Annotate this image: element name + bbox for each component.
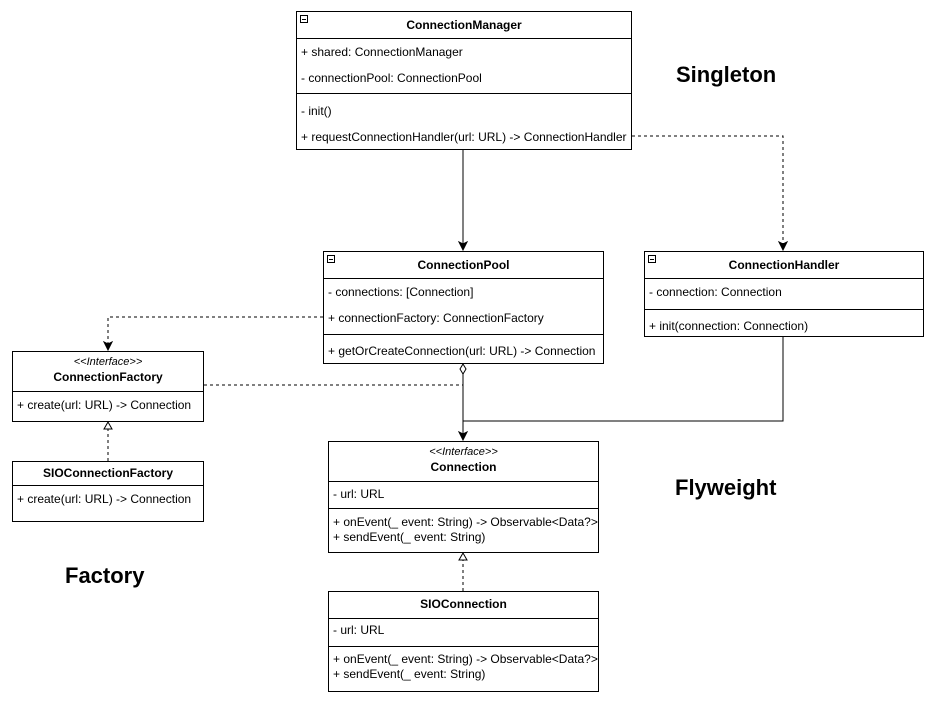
- stereotype-label: <<Interface>>: [73, 356, 143, 368]
- operations-section: + onEvent(_ event: String) -> Observable…: [329, 646, 598, 691]
- attribute-row: - url: URL: [333, 487, 385, 501]
- pattern-label-flyweight: Flyweight: [675, 475, 777, 500]
- class-header: SIOConnection: [329, 592, 598, 619]
- attributes-section: + shared: ConnectionManager - connection…: [297, 39, 631, 93]
- attribute-row: - connection: Connection: [649, 285, 782, 299]
- class-name: Connection: [430, 460, 497, 474]
- attribute-row: + connectionFactory: ConnectionFactory: [328, 311, 544, 325]
- operation-row: + requestConnectionHandler(url: URL) -> …: [301, 130, 627, 144]
- class-header: ConnectionManager: [297, 12, 631, 39]
- attributes-section: - connections: [Connection] + connection…: [324, 279, 603, 334]
- operation-row: + init(connection: Connection): [649, 319, 809, 333]
- attributes-section: - url: URL: [329, 482, 598, 508]
- class-connection-factory[interactable]: <<Interface>> ConnectionFactory + create…: [12, 351, 204, 422]
- class-connection-pool[interactable]: ConnectionPool - connections: [Connectio…: [323, 251, 604, 364]
- operation-row: + onEvent(_ event: String) -> Observable…: [333, 515, 598, 529]
- class-header: SIOConnectionFactory: [13, 462, 203, 486]
- operation-row: + create(url: URL) -> Connection: [17, 398, 192, 412]
- operations-section: + init(connection: Connection): [645, 309, 923, 336]
- class-name: ConnectionManager: [406, 18, 522, 32]
- class-header: <<Interface>> Connection: [329, 442, 598, 482]
- pattern-label-factory: Factory: [65, 563, 145, 588]
- class-name: ConnectionHandler: [728, 258, 840, 272]
- collapse-icon[interactable]: [327, 255, 335, 263]
- edge-manager-to-handler: [632, 135, 783, 250]
- edge-handler-to-connection: [463, 337, 784, 422]
- operations-section: + create(url: URL) -> Connection: [13, 392, 203, 421]
- attributes-section: - connection: Connection: [645, 279, 923, 309]
- pattern-label-singleton: Singleton: [676, 62, 777, 87]
- class-header: ConnectionPool: [324, 252, 603, 279]
- attribute-row: - url: URL: [333, 623, 385, 637]
- edge-pool-to-factory: [108, 316, 323, 350]
- class-sio-connection[interactable]: SIOConnection - url: URL + onEvent(_ eve…: [328, 591, 599, 692]
- operations-section: + create(url: URL) -> Connection: [13, 486, 203, 521]
- attribute-row: - connections: [Connection]: [328, 285, 474, 299]
- operation-row: - init(): [301, 104, 332, 118]
- attribute-row: - connectionPool: ConnectionPool: [301, 71, 482, 85]
- class-name: SIOConnection: [420, 597, 507, 611]
- attributes-section: - url: URL: [329, 619, 598, 646]
- operations-section: - init() + requestConnectionHandler(url:…: [297, 93, 631, 149]
- class-name: ConnectionPool: [417, 258, 510, 272]
- class-name: ConnectionFactory: [53, 370, 163, 384]
- operation-row: + create(url: URL) -> Connection: [17, 492, 192, 506]
- class-connection-handler[interactable]: ConnectionHandler - connection: Connecti…: [644, 251, 924, 337]
- class-name: SIOConnectionFactory: [42, 466, 173, 480]
- operation-row: + getOrCreateConnection(url: URL) -> Con…: [328, 344, 596, 358]
- class-header: <<Interface>> ConnectionFactory: [13, 352, 203, 392]
- collapse-icon[interactable]: [648, 255, 656, 263]
- class-connection-manager[interactable]: ConnectionManager + shared: ConnectionMa…: [296, 11, 632, 150]
- collapse-icon[interactable]: [300, 15, 308, 23]
- class-header: ConnectionHandler: [645, 252, 923, 279]
- class-connection[interactable]: <<Interface>> Connection - url: URL + on…: [328, 441, 599, 553]
- operation-row: + onEvent(_ event: String) -> Observable…: [333, 652, 598, 666]
- stereotype-label: <<Interface>>: [429, 446, 498, 458]
- operations-section: + onEvent(_ event: String) -> Observable…: [329, 508, 598, 552]
- operation-row: + sendEvent(_ event: String): [333, 667, 486, 681]
- class-sio-connection-factory[interactable]: SIOConnectionFactory + create(url: URL) …: [12, 461, 204, 522]
- operations-section: + getOrCreateConnection(url: URL) -> Con…: [324, 334, 603, 363]
- attribute-row: + shared: ConnectionManager: [301, 45, 463, 59]
- operation-row: + sendEvent(_ event: String): [333, 530, 486, 544]
